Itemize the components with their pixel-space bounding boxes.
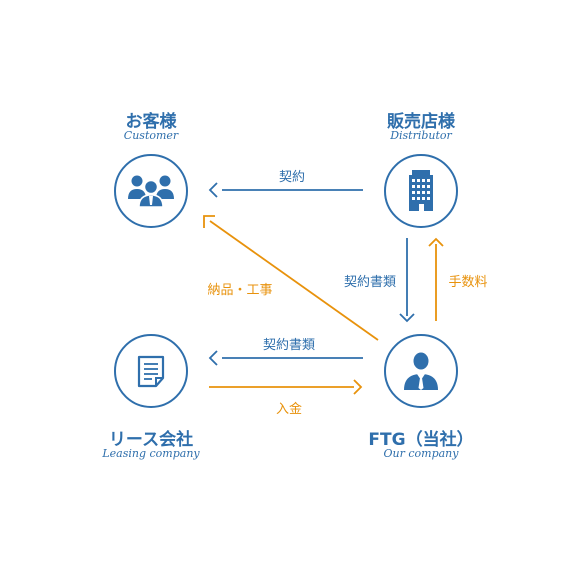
customer-title: お客様 xyxy=(125,112,177,132)
customer-subtitle: Customer xyxy=(123,129,179,142)
edge-documents-distributor-to-ftg xyxy=(399,238,415,323)
office-building-icon xyxy=(409,170,433,211)
label-delivery: 納品・工事 xyxy=(207,283,273,298)
ftg-node-circle xyxy=(384,334,458,408)
distributor-title: 販売店様 xyxy=(387,112,455,132)
edge-contract-distributor-to-customer xyxy=(208,182,363,198)
edge-documents-ftg-to-leasing xyxy=(208,350,363,366)
label-payment: 入金 xyxy=(275,402,303,417)
people-group-icon xyxy=(128,175,174,208)
edge-commission-ftg-to-distributor xyxy=(428,237,444,321)
label-commission: 手数料 xyxy=(448,275,488,290)
edge-payment-leasing-to-ftg xyxy=(209,379,363,395)
label-documents-horizontal: 契約書類 xyxy=(262,338,316,353)
label-documents-vertical: 契約書類 xyxy=(343,275,397,290)
edge-delivery-ftg-to-customer xyxy=(203,215,379,341)
label-contract: 契約 xyxy=(278,170,306,185)
ftg-subtitle: Our company xyxy=(383,447,459,460)
leasing-title: リース会社 xyxy=(108,430,194,450)
ftg-title: FTG（当社） xyxy=(368,430,474,450)
distributor-subtitle: Distributor xyxy=(390,129,452,142)
businessman-icon xyxy=(404,352,438,390)
leasing-subtitle: Leasing company xyxy=(102,447,200,460)
document-icon xyxy=(137,355,165,388)
